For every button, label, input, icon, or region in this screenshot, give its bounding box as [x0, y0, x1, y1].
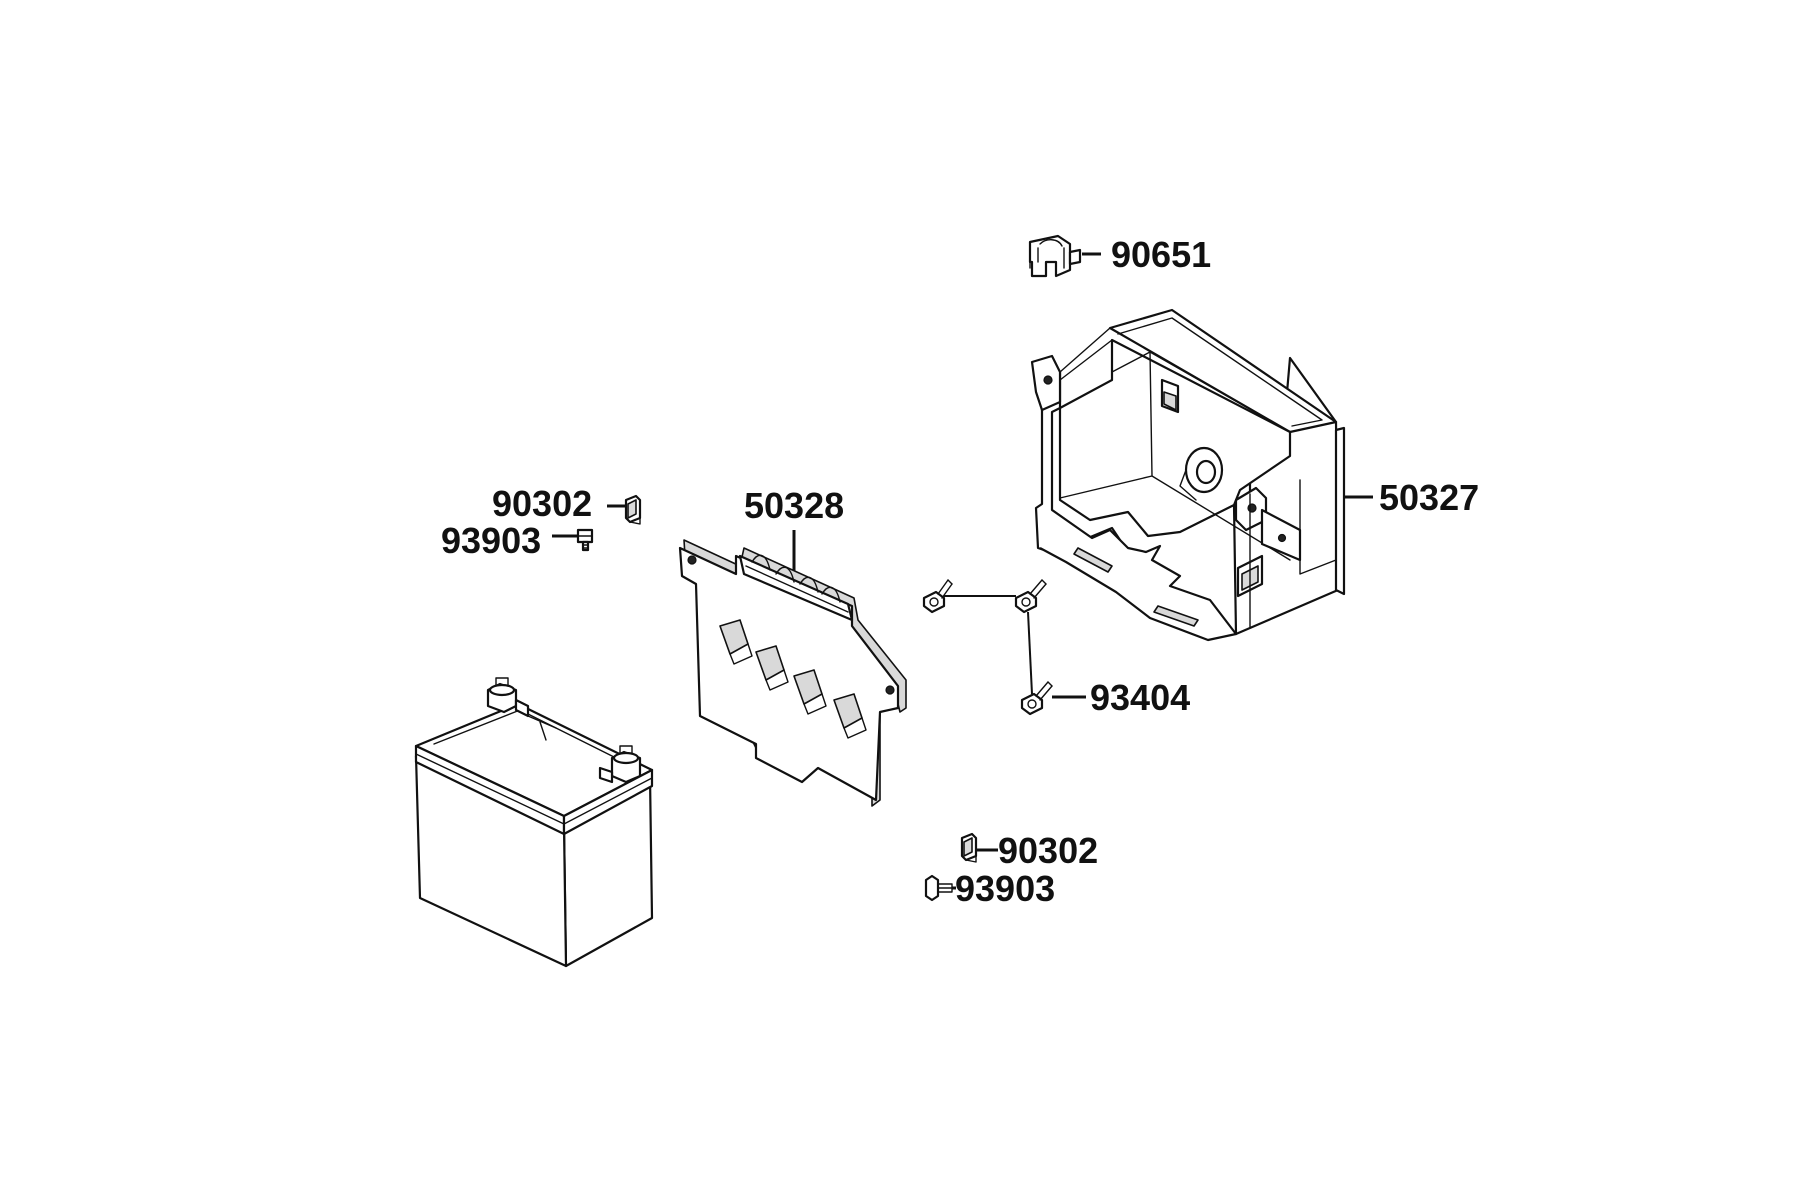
clip-label: 90651 [1111, 234, 1211, 275]
plate-icon [678, 539, 907, 807]
battery-box-label: 50327 [1379, 477, 1479, 518]
battery-box-icon [1030, 308, 1346, 642]
bolt-icon [922, 579, 1053, 716]
nut-upper-label: 90302 [492, 483, 592, 524]
clip-icon [1028, 234, 1082, 278]
nut-lower-label: 90302 [998, 830, 1098, 871]
bolt-label: 93404 [1090, 677, 1190, 718]
nut-icon [624, 494, 642, 525]
nut-icon [960, 832, 978, 863]
screw-upper-label: 93903 [441, 520, 541, 561]
screw-icon [924, 874, 953, 902]
screw-lower-label: 93903 [955, 868, 1055, 909]
screw-icon [576, 528, 594, 552]
battery-icon [414, 677, 654, 968]
battery-plate-label: 50328 [744, 485, 844, 526]
